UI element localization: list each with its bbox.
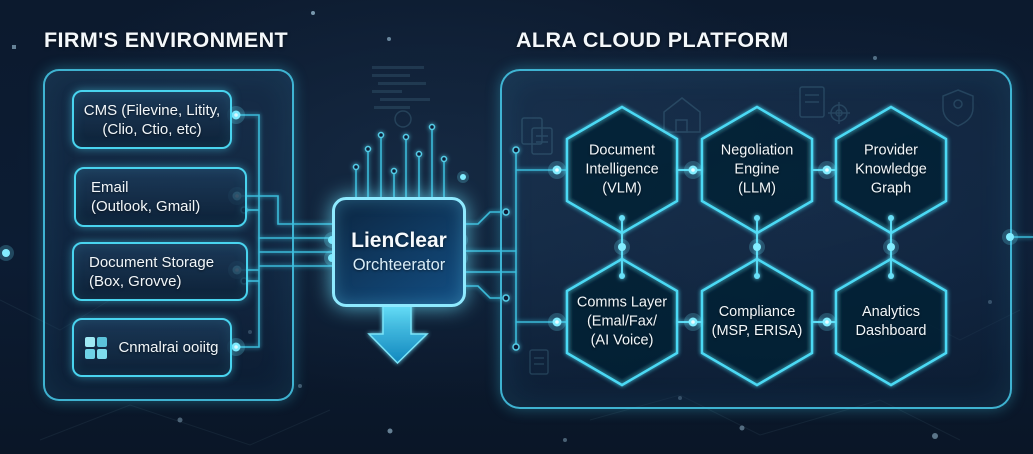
hex-line: (MSP, ERISA) [711, 323, 803, 339]
orchestrator-title: LienClear [351, 229, 447, 252]
node-cms: CMS (Filevine, Litity, (Clio, Ctio, etc) [72, 90, 232, 149]
document-icon [521, 117, 553, 155]
cloud-doc-icon [663, 97, 701, 133]
node-email: Email (Outlook, Gmail) [74, 167, 247, 227]
dot [684, 313, 702, 331]
hex-line: Graph [870, 180, 912, 197]
file-icon [529, 349, 549, 375]
dot [684, 161, 702, 179]
dot [749, 239, 765, 255]
orchestrator-subtitle: Orchteerator [352, 256, 446, 274]
hex-line: Compliance [718, 304, 796, 320]
down-arrow-icon [367, 298, 429, 365]
hex-line: Dashboard [855, 323, 927, 339]
hex-label-negotiation-engine: Negoliation Engine (LLM) [696, 142, 818, 199]
node-document-storage: Document Storage (Box, Grovve) [72, 242, 248, 301]
right-panel-title: ALRA CLOUD PLATFORM [516, 28, 789, 52]
node-document-storage-line2: (Box, Grovve) [89, 272, 182, 290]
left-panel-title: FIRM'S ENVIRONMENT [44, 28, 289, 52]
hexagon-analytics-dashboard [834, 257, 948, 387]
hex-line: (AI Voice) [590, 332, 654, 349]
hexagon-compliance [700, 257, 814, 387]
gear-doc-icon [799, 86, 850, 124]
dot [548, 161, 566, 179]
hex-label-provider-knowledge-graph: Provider Knowledge Graph [830, 142, 952, 199]
faint-icons [521, 86, 974, 375]
hex-line: Negoliation [720, 142, 794, 159]
hex-line: (VLM) [602, 180, 642, 197]
hex-label-comms-layer: Comms Layer (Emal/Fax/ (AI Voice) [561, 294, 683, 351]
hex-label-compliance: Compliance (MSP, ERISA) [696, 303, 818, 341]
shield-icon [942, 89, 974, 127]
node-email-line1: Email [91, 179, 129, 196]
node-cms-line1: CMS (Filevine, Litity, [83, 101, 221, 119]
hex-line: Provider [864, 142, 918, 159]
hex-label-document-intelligence: Document Intelligence (VLM) [561, 142, 683, 199]
dot [818, 313, 836, 331]
circuit-pins [352, 123, 448, 197]
hexagon-comms-layer [565, 257, 679, 387]
hexagon-nodes [565, 105, 948, 387]
hex-line: (Emal/Fax/ [586, 313, 658, 330]
node-document-storage-line1: Document Storage [89, 253, 215, 271]
hex-line: (LLM) [738, 180, 776, 197]
dot [457, 171, 469, 183]
dot [883, 239, 899, 255]
dot [614, 239, 630, 255]
node-other-systems: Cnmalrai ooiitg [72, 318, 232, 377]
hex-line: Engine [734, 161, 780, 178]
dot [548, 313, 566, 331]
apps-grid-icon [85, 336, 108, 359]
hex-line: Intelligence [585, 161, 659, 178]
hex-line: Document [588, 142, 656, 159]
dot [0, 245, 14, 261]
dot [818, 161, 836, 179]
hex-label-analytics-dashboard: Analytics Dashboard [830, 303, 952, 341]
dot [1002, 229, 1018, 245]
hex-line: Knowledge [855, 161, 927, 178]
hex-line: Analytics [861, 304, 921, 320]
orchestrator-node: LienClear Orchteerator [332, 197, 466, 307]
left-wires [236, 114, 332, 348]
node-other-systems-line1: Cnmalrai ooiitg [118, 339, 219, 356]
hex-line: Comms Layer [576, 294, 668, 311]
code-lines-decor [372, 66, 430, 109]
node-email-line2: (Outlook, Gmail) [91, 198, 201, 215]
node-cms-line2: (Clio, Ctio, etc) [102, 120, 202, 138]
